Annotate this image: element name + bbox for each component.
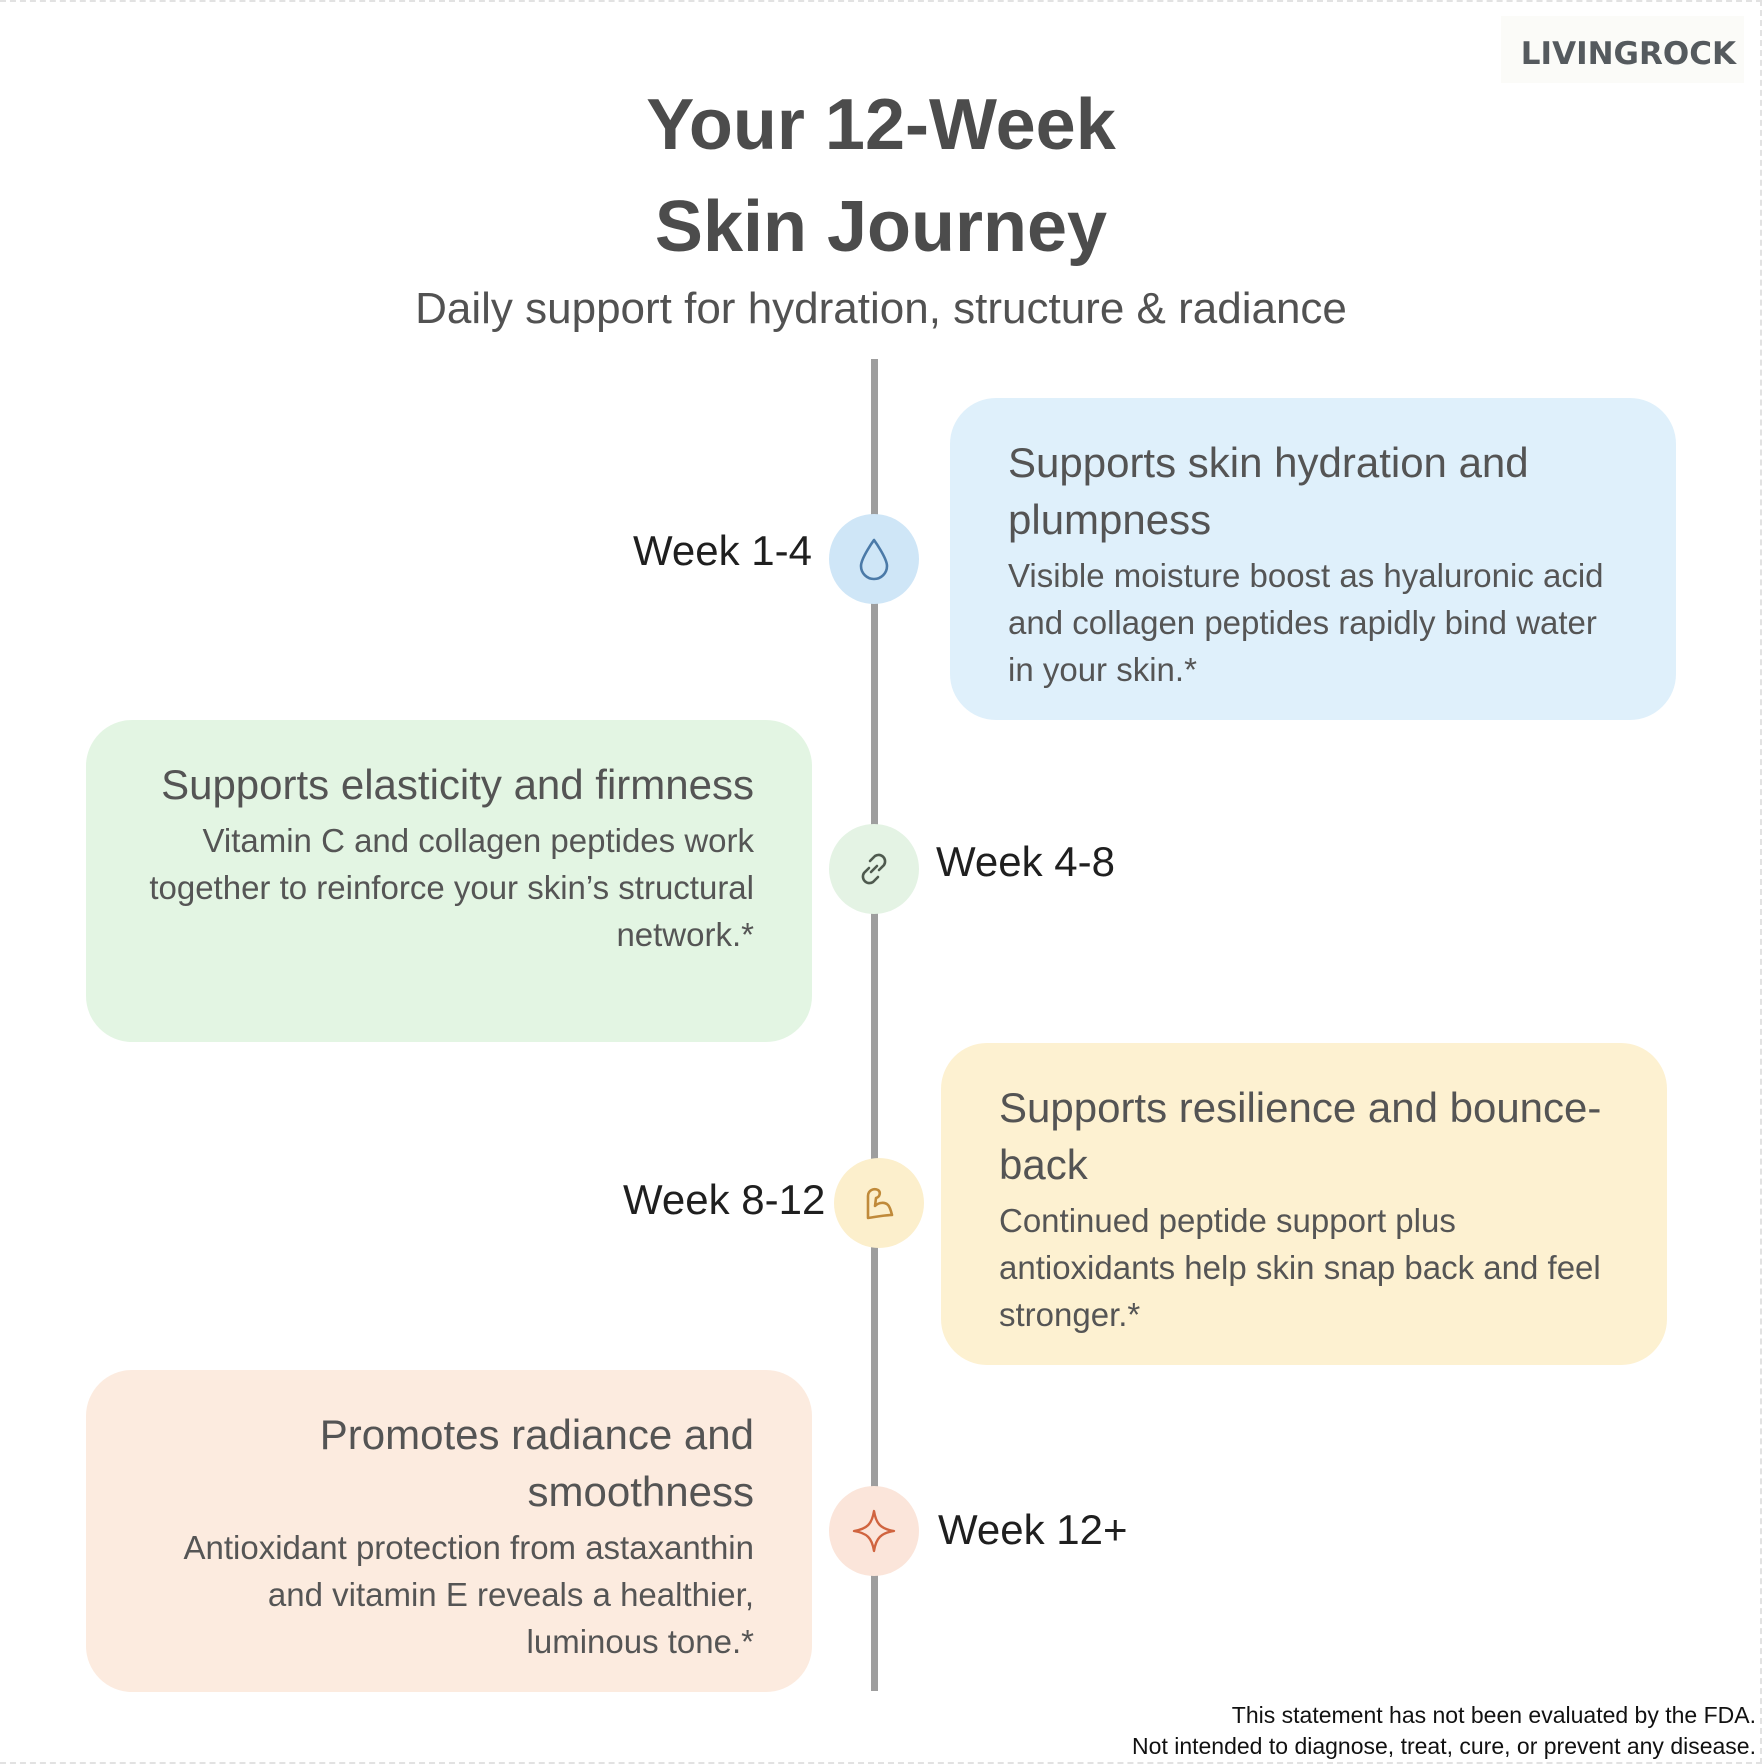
stage-node-4	[829, 1486, 919, 1576]
timeline-line	[871, 359, 878, 1691]
flexed-arm-icon	[866, 1187, 894, 1220]
link-icon	[861, 853, 887, 885]
disclaimer-line-1: This statement has not been evaluated by…	[1231, 1702, 1756, 1728]
stage-body-4: Antioxidant protection from astaxanthin …	[183, 1529, 755, 1660]
stage-node-1	[829, 514, 919, 604]
stage-node-3	[834, 1158, 924, 1248]
stage-title-3: Supports resilience and bounce-back	[999, 1084, 1602, 1188]
week-label-3: Week 8-12	[623, 1176, 826, 1223]
week-label-2: Week 4-8	[936, 838, 1115, 885]
title-line-1: Your 12-Week	[646, 85, 1116, 165]
stage-body-2: Vitamin C and collagen peptides work tog…	[149, 822, 754, 953]
page-subtitle: Daily support for hydration, structure &…	[415, 284, 1347, 333]
water-drop-icon	[859, 538, 889, 581]
disclaimer-line-2: Not intended to diagnose, treat, cure, o…	[1132, 1733, 1756, 1759]
stage-title-4: Promotes radiance and smoothness	[319, 1411, 754, 1515]
stage-title-1: Supports skin hydration and plumpness	[1008, 439, 1529, 543]
page-title: Your 12-Week Skin Journey	[0, 74, 1762, 278]
stage-node-2	[829, 824, 919, 914]
stage-card-3: Supports resilience and bounce-back Cont…	[941, 1043, 1667, 1365]
stage-title-2: Supports elasticity and firmness	[161, 761, 754, 808]
brand-logo: LivingRock	[1500, 16, 1744, 83]
week-label-4: Week 12+	[938, 1506, 1128, 1553]
stage-body-1: Visible moisture boost as hyaluronic aci…	[1008, 557, 1604, 688]
stage-card-4: Promotes radiance and smoothness Antioxi…	[86, 1370, 812, 1692]
stage-card-1: Supports skin hydration and plumpness Vi…	[950, 398, 1676, 720]
week-label-1: Week 1-4	[633, 527, 812, 574]
fda-disclaimer: This statement has not been evaluated by…	[1132, 1700, 1756, 1762]
sparkle-icon	[852, 1509, 896, 1553]
title-line-2: Skin Journey	[654, 187, 1108, 267]
stage-card-2: Supports elasticity and firmness Vitamin…	[86, 720, 812, 1042]
stage-body-3: Continued peptide support plus antioxida…	[999, 1202, 1601, 1333]
